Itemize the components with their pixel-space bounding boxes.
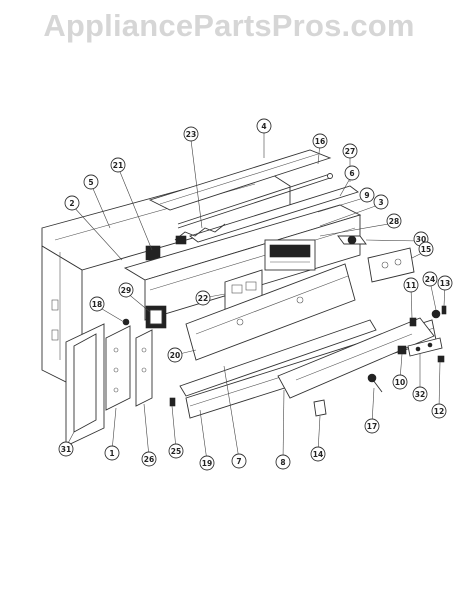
callout-28: 28 bbox=[386, 213, 402, 229]
callout-number: 21 bbox=[113, 161, 123, 170]
callout-number: 19 bbox=[202, 459, 212, 468]
callout-number: 5 bbox=[88, 178, 93, 187]
watermark-logo: AppliancePartsPros.com bbox=[43, 8, 415, 43]
callout-number: 28 bbox=[389, 217, 399, 226]
callout-number: 16 bbox=[315, 137, 325, 146]
front-overlay bbox=[277, 317, 435, 399]
callout-number: 11 bbox=[406, 281, 416, 290]
callout-3: 3 bbox=[373, 194, 389, 210]
callout-17: 17 bbox=[364, 418, 380, 434]
screw-25 bbox=[169, 397, 176, 407]
callout-2: 2 bbox=[64, 195, 80, 211]
callout-21: 21 bbox=[110, 157, 126, 173]
callout-number: 23 bbox=[186, 130, 196, 139]
callout-32: 32 bbox=[412, 386, 428, 402]
side-panel bbox=[65, 323, 105, 447]
knob-30 bbox=[337, 235, 367, 245]
callout-10: 10 bbox=[392, 374, 408, 390]
top-trim bbox=[148, 149, 332, 211]
callout-number: 15 bbox=[421, 245, 431, 254]
knob-24 bbox=[431, 309, 441, 319]
clip-18 bbox=[122, 318, 130, 326]
callout-labels: 4231627215629328301522291813241120103212… bbox=[58, 118, 453, 471]
knob-17 bbox=[367, 373, 383, 393]
callout-7: 7 bbox=[231, 453, 247, 469]
callout-18: 18 bbox=[89, 296, 105, 312]
screw-13 bbox=[441, 305, 447, 315]
button-10 bbox=[397, 345, 407, 355]
callout-14: 14 bbox=[310, 446, 326, 462]
callout-number: 10 bbox=[395, 378, 405, 387]
callout-number: 1 bbox=[109, 449, 114, 458]
callout-12: 12 bbox=[431, 403, 447, 419]
callout-8: 8 bbox=[275, 454, 291, 470]
bracket bbox=[189, 185, 359, 243]
callout-27: 27 bbox=[342, 143, 358, 159]
callout-number: 18 bbox=[92, 300, 102, 309]
callout-22: 22 bbox=[195, 290, 211, 306]
bracket-26 bbox=[135, 329, 153, 407]
rod bbox=[177, 173, 333, 229]
callout-24: 24 bbox=[422, 271, 438, 287]
callout-11: 11 bbox=[403, 277, 419, 293]
button-11 bbox=[409, 317, 417, 327]
wire-harness bbox=[174, 223, 226, 245]
callout-13: 13 bbox=[437, 275, 453, 291]
screw-12 bbox=[437, 355, 445, 363]
control-part-29 bbox=[145, 305, 167, 329]
callout-number: 27 bbox=[345, 147, 355, 156]
callout-25: 25 bbox=[168, 443, 184, 459]
callout-number: 6 bbox=[349, 169, 354, 178]
switch-strip-32 bbox=[407, 337, 443, 357]
callout-number: 2 bbox=[69, 199, 74, 208]
callout-26: 26 bbox=[141, 451, 157, 467]
switch-block bbox=[367, 247, 415, 283]
callout-number: 3 bbox=[378, 198, 383, 207]
callout-number: 4 bbox=[261, 122, 266, 131]
callout-15: 15 bbox=[418, 241, 434, 257]
callout-19: 19 bbox=[199, 455, 215, 471]
callout-number: 29 bbox=[121, 286, 131, 295]
callout-29: 29 bbox=[118, 282, 134, 298]
callout-number: 31 bbox=[61, 445, 71, 454]
callout-number: 9 bbox=[364, 191, 369, 200]
callout-number: 32 bbox=[415, 390, 425, 399]
callout-number: 14 bbox=[313, 450, 323, 459]
callout-5: 5 bbox=[83, 174, 99, 190]
callout-number: 24 bbox=[425, 275, 435, 284]
front-panel bbox=[185, 263, 356, 361]
clock-display bbox=[264, 239, 316, 271]
clip-14 bbox=[313, 399, 327, 417]
callout-number: 22 bbox=[198, 294, 208, 303]
callout-1: 1 bbox=[104, 445, 120, 461]
callout-number: 13 bbox=[440, 279, 450, 288]
callout-number: 12 bbox=[434, 407, 444, 416]
callout-6: 6 bbox=[344, 165, 360, 181]
callout-number: 7 bbox=[236, 457, 241, 466]
callout-number: 25 bbox=[171, 447, 181, 456]
callout-number: 8 bbox=[280, 458, 285, 467]
callout-4: 4 bbox=[256, 118, 272, 134]
callout-23: 23 bbox=[183, 126, 199, 142]
left-bracket bbox=[105, 325, 131, 411]
callout-number: 26 bbox=[144, 455, 154, 464]
callout-number: 30 bbox=[416, 235, 426, 244]
trim-rail bbox=[179, 319, 377, 397]
callout-31: 31 bbox=[58, 441, 74, 457]
callout-20: 20 bbox=[167, 347, 183, 363]
callout-16: 16 bbox=[312, 133, 328, 149]
callout-9: 9 bbox=[359, 187, 375, 203]
callout-number: 20 bbox=[170, 351, 180, 360]
callout-number: 17 bbox=[367, 422, 377, 431]
